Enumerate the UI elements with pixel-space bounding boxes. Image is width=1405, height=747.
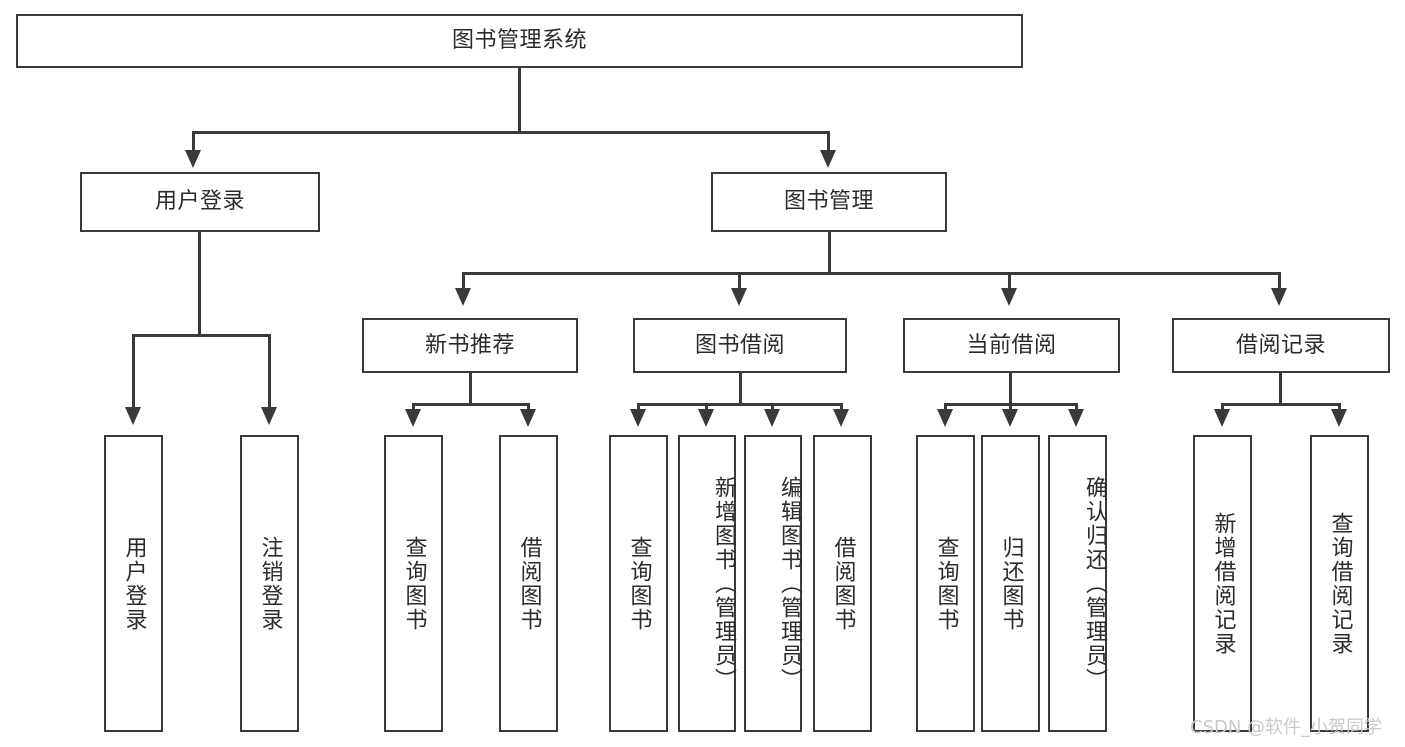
node-label: 图书管理 <box>783 189 874 214</box>
edge-bm-drop-4 <box>1278 272 1281 290</box>
edge-br-drop-1 <box>1221 403 1224 411</box>
arrowhead-leaf-return-book <box>1002 409 1018 427</box>
node-book-management[interactable]: 图书管理 <box>711 172 947 232</box>
arrowhead-leaf-add-book <box>698 409 714 427</box>
node-label: 注销登录 <box>257 535 283 632</box>
edge-cb-drop-3 <box>1075 403 1078 411</box>
arrowhead-leaf-borrow-book-2 <box>833 409 849 427</box>
edge-root-bus <box>192 131 830 134</box>
arrowhead-book-management <box>820 150 836 168</box>
edge-bm-drop-3 <box>1008 272 1011 290</box>
arrowhead-leaf-user-login <box>125 407 141 425</box>
edge-bm-drop-1 <box>462 272 465 290</box>
arrowhead-leaf-edit-book <box>764 409 780 427</box>
edge-book-management-bus <box>462 272 1281 275</box>
arrowhead-book-borrow <box>731 288 747 306</box>
edge-br-bus <box>1221 403 1341 406</box>
edge-cb-drop-2 <box>1009 403 1012 411</box>
node-label: 查询图书 <box>401 535 427 632</box>
edge-root-stem <box>518 68 521 133</box>
arrowhead-current-borrow <box>1001 288 1017 306</box>
csdn-watermark: CSDN @软件_小贺同学 <box>1190 717 1383 738</box>
node-leaf-query-book-3[interactable]: 查询图书 <box>916 435 975 732</box>
edge-book-management-stem <box>828 232 831 274</box>
edge-user-login-stem <box>198 232 201 336</box>
arrowhead-leaf-query-record <box>1331 409 1347 427</box>
arrowhead-leaf-query-book-1 <box>405 409 421 427</box>
arrowhead-user-login <box>185 150 201 168</box>
node-leaf-return-book[interactable]: 归还图书 <box>981 435 1040 732</box>
edge-br-drop-2 <box>1338 403 1341 411</box>
node-leaf-add-record[interactable]: 新增借阅记录 <box>1193 435 1252 732</box>
edge-nbr-drop-2 <box>527 403 530 411</box>
edge-bb-drop-1 <box>637 403 640 411</box>
node-label: 图书借阅 <box>694 332 785 358</box>
arrowhead-leaf-borrow-book-1 <box>520 409 536 427</box>
edge-root-to-book-management <box>827 131 830 153</box>
edge-bb-stem <box>739 373 742 405</box>
arrowhead-new-book-recommend <box>455 288 471 306</box>
node-user-login[interactable]: 用户登录 <box>80 172 320 232</box>
edge-cb-drop-1 <box>944 403 947 411</box>
arrowhead-leaf-query-book-2 <box>630 409 646 427</box>
edge-bb-drop-4 <box>840 403 843 411</box>
node-label: 查询图书 <box>933 535 959 632</box>
node-leaf-borrow-book-2[interactable]: 借阅图书 <box>813 435 872 732</box>
edge-cb-stem <box>1009 373 1012 405</box>
node-label: 查询图书 <box>626 535 652 632</box>
edge-bb-bus <box>637 403 843 406</box>
edge-user-login-drop-2 <box>268 334 271 410</box>
node-label: 当前借阅 <box>966 332 1057 358</box>
node-label: 借阅记录 <box>1235 332 1326 358</box>
edge-nbr-bus <box>412 403 530 406</box>
node-current-borrow[interactable]: 当前借阅 <box>903 318 1120 373</box>
node-leaf-logout-login[interactable]: 注销登录 <box>240 435 299 732</box>
edge-bm-drop-2 <box>738 272 741 290</box>
node-leaf-confirm-return[interactable]: 确认归还（管理员） <box>1048 435 1107 732</box>
arrowhead-leaf-query-book-3 <box>937 409 953 427</box>
node-label: 借阅图书 <box>516 535 542 632</box>
node-label: 用户登录 <box>121 535 147 632</box>
arrowhead-leaf-add-record <box>1214 409 1230 427</box>
node-book-borrow[interactable]: 图书借阅 <box>633 318 847 373</box>
edge-nbr-drop-1 <box>412 403 415 411</box>
node-leaf-query-book-2[interactable]: 查询图书 <box>609 435 668 732</box>
node-label: 借阅图书 <box>830 535 856 632</box>
arrowhead-borrow-record <box>1271 288 1287 306</box>
node-label: 编辑图书（管理员） <box>777 475 802 692</box>
edge-nbr-stem <box>469 373 472 405</box>
node-label: 确认归还（管理员） <box>1082 475 1107 692</box>
node-leaf-add-book[interactable]: 新增图书（管理员） <box>678 435 736 732</box>
node-label: 新增图书（管理员） <box>711 475 736 692</box>
node-label: 图书管理系统 <box>451 28 587 53</box>
edge-bb-drop-2 <box>705 403 708 411</box>
node-leaf-borrow-book-1[interactable]: 借阅图书 <box>499 435 558 732</box>
edge-br-stem <box>1279 373 1282 405</box>
node-label: 归还图书 <box>998 535 1024 632</box>
node-new-book-recommend[interactable]: 新书推荐 <box>362 318 578 373</box>
node-label: 用户登录 <box>154 189 245 214</box>
edge-bb-drop-3 <box>771 403 774 411</box>
node-borrow-record[interactable]: 借阅记录 <box>1172 318 1390 373</box>
node-label: 新书推荐 <box>424 332 515 358</box>
edge-user-login-bus <box>132 334 270 337</box>
edge-root-to-user-login <box>192 131 195 153</box>
node-leaf-query-book-1[interactable]: 查询图书 <box>384 435 443 732</box>
node-label: 查询借阅记录 <box>1327 511 1353 656</box>
node-label: 新增借阅记录 <box>1210 511 1236 656</box>
node-leaf-user-login[interactable]: 用户登录 <box>104 435 163 732</box>
node-leaf-query-record[interactable]: 查询借阅记录 <box>1310 435 1369 732</box>
node-root-book-management-system[interactable]: 图书管理系统 <box>16 14 1023 68</box>
node-leaf-edit-book[interactable]: 编辑图书（管理员） <box>744 435 802 732</box>
edge-user-login-drop-1 <box>132 334 135 410</box>
arrowhead-leaf-confirm-return <box>1068 409 1084 427</box>
arrowhead-leaf-logout-login <box>261 407 277 425</box>
